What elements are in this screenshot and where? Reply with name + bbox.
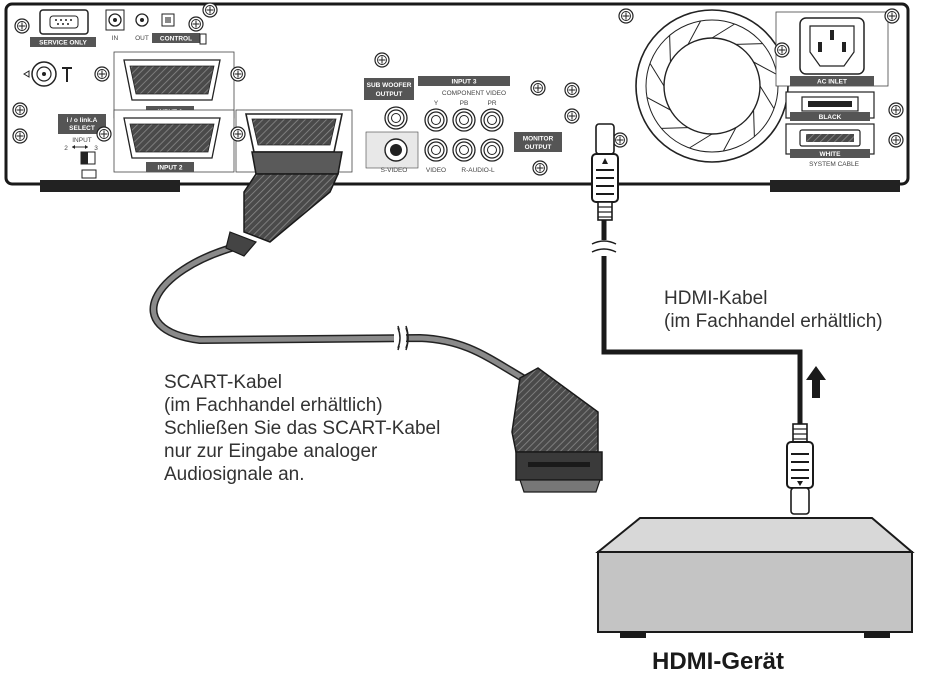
component-pb-jack	[452, 108, 476, 132]
antenna-jack	[23, 61, 72, 87]
label-control: CONTROL	[160, 36, 192, 43]
label-out: OUT	[135, 35, 149, 42]
label-y: Y	[434, 100, 439, 107]
scart-plug-bottom	[511, 367, 603, 493]
label-pr: PR	[487, 100, 496, 107]
io-link-select: i / o link.A SELECT INPUT 2 3	[58, 114, 106, 165]
hdmi-device-label: HDMI-Gerät	[652, 648, 785, 675]
hdmi-device	[595, 517, 915, 638]
label-r-audio-l: R-AUDIO-L	[461, 167, 495, 174]
scart-cable-callout: SCART-Kabel (im Fachhandel erhältlich) S…	[164, 371, 440, 486]
label-sub-woofer-output: OUTPUT	[376, 91, 403, 98]
label-system-cable: SYSTEM CABLE	[809, 161, 860, 168]
label-in: IN	[112, 35, 119, 42]
fan-spoke	[669, 35, 671, 63]
label-input2: INPUT 2	[158, 165, 183, 172]
input1-scart-socket: INPUT 1	[113, 51, 235, 119]
hdmi-cable-callout: HDMI-Kabel (im Fachhandel erhältlich)	[664, 287, 883, 333]
audio-r-jack	[452, 138, 476, 162]
scart-callout-line-4: nur zur Eingabe analoger	[164, 441, 378, 462]
system-cable-ports: BLACK WHITE SYSTEM CABLE	[785, 91, 875, 168]
input2-scart-socket: INPUT 2	[113, 109, 235, 173]
fan-spoke	[722, 127, 737, 152]
label-black: BLACK	[819, 114, 842, 121]
label-component-video: COMPONENT VIDEO	[442, 90, 506, 97]
fan-spoke	[689, 133, 713, 149]
ac-inlet: AC INLET	[775, 11, 889, 87]
label-s-video: S-VIDEO	[381, 167, 408, 174]
fan-spoke	[687, 20, 702, 45]
label-ac-inlet: AC INLET	[817, 79, 847, 86]
video-jack	[424, 138, 448, 162]
label-io-3: 3	[94, 145, 98, 152]
fan-spoke	[661, 127, 689, 129]
scart-callout-line-5: Audiosignale an.	[164, 464, 305, 485]
scart-cable	[149, 242, 544, 392]
panel-latch	[81, 169, 97, 179]
hdmi-cable	[591, 220, 803, 428]
label-sub-woofer: SUB WOOFER	[367, 82, 412, 89]
up-arrow-icon	[806, 366, 826, 398]
label-service-only: SERVICE ONLY	[39, 40, 87, 47]
label-pb: PB	[460, 100, 469, 107]
scart-plug-top	[225, 151, 343, 257]
hdmi-callout-line-1: HDMI-Kabel	[664, 288, 768, 309]
fan-spoke	[646, 96, 671, 111]
hdmi-plug-bottom	[786, 423, 814, 515]
scart-callout-line-3: Schließen Sie das SCART-Kabel	[164, 418, 441, 439]
scart-callout-line-1: SCART-Kabel	[164, 372, 282, 393]
fan-spoke	[753, 109, 755, 137]
hdmi-plug-top	[591, 123, 619, 221]
label-monitor: MONITOR	[523, 136, 554, 143]
right-foot	[770, 180, 900, 192]
fan-spoke	[711, 23, 735, 39]
fan-spoke	[735, 43, 763, 45]
label-white: WHITE	[820, 151, 842, 158]
hdmi-callout-line-2: (im Fachhandel erhältlich)	[664, 311, 883, 332]
fan-spoke	[753, 61, 778, 76]
sub-woofer-jack	[384, 106, 408, 130]
left-foot	[40, 180, 180, 192]
fan-spoke	[759, 85, 775, 109]
audio-l-jack	[480, 138, 504, 162]
label-io-input: INPUT	[72, 137, 92, 144]
label-input3: INPUT 3	[452, 79, 477, 86]
label-io-select: SELECT	[69, 125, 95, 132]
fan-spoke	[649, 63, 665, 87]
control-jacks: IN OUT CONTROL	[105, 9, 207, 45]
component-y-jack	[424, 108, 448, 132]
component-pr-jack	[480, 108, 504, 132]
scart-callout-line-2: (im Fachhandel erhältlich)	[164, 395, 383, 416]
label-io-2: 2	[64, 145, 68, 152]
input3-av-block: SUB WOOFER OUTPUT INPUT 3 COMPONENT VIDE…	[364, 76, 562, 174]
label-video: VIDEO	[426, 167, 446, 174]
label-monitor-output: OUTPUT	[525, 144, 552, 151]
service-port: SERVICE ONLY	[30, 9, 96, 47]
fan-grille	[635, 9, 789, 163]
label-io-link: i / o link.A	[67, 117, 98, 124]
